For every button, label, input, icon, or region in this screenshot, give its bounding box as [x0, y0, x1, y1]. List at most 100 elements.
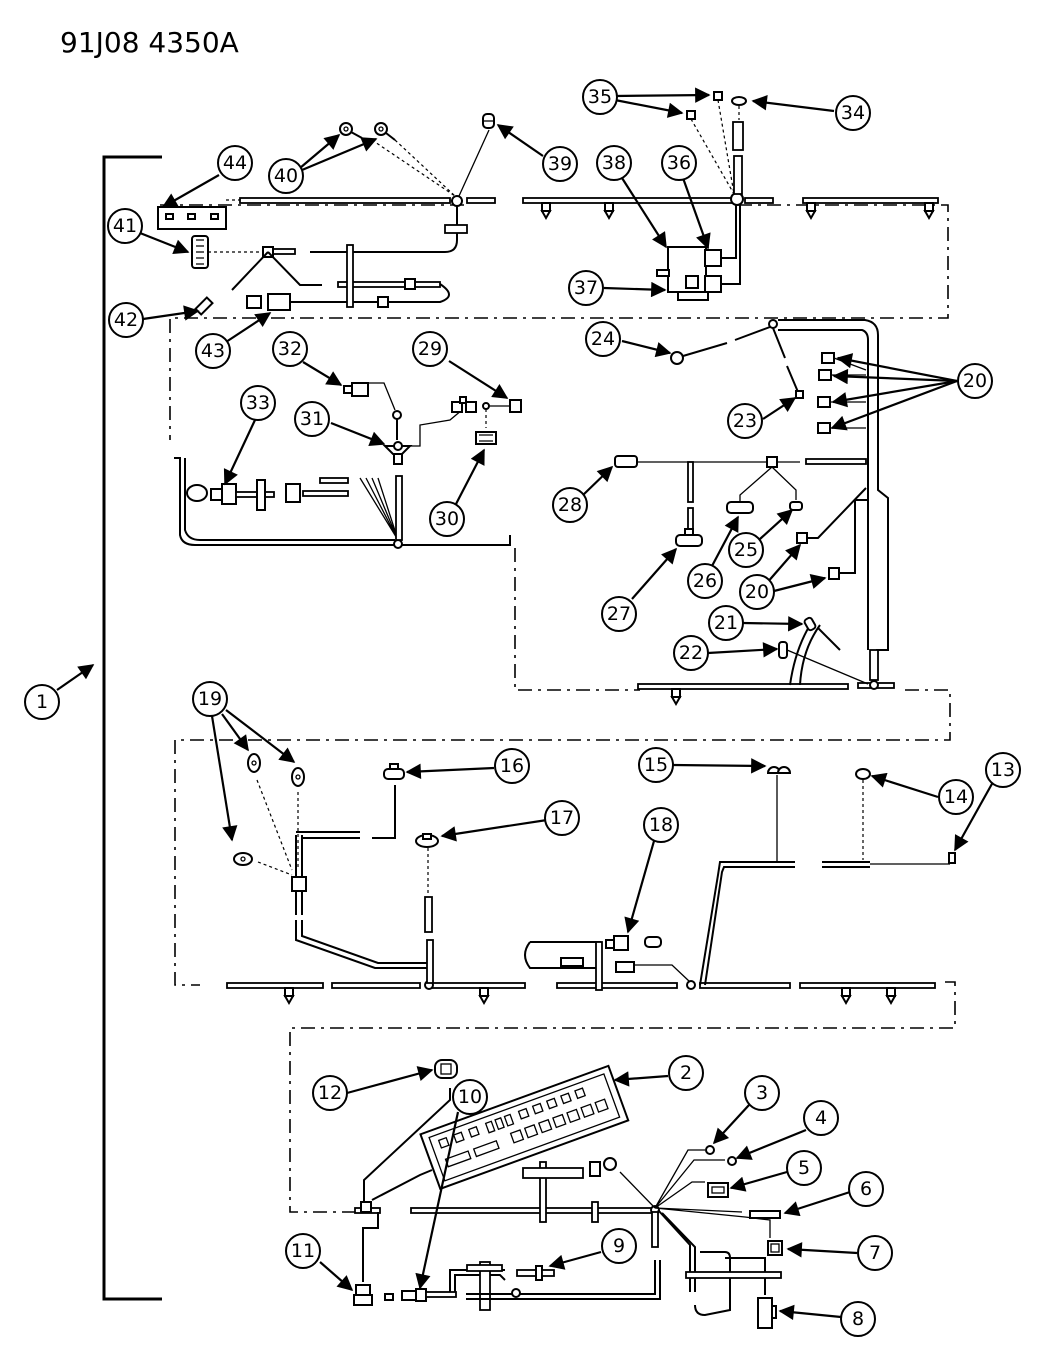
harness-clip: [540, 202, 552, 221]
callout-41: 41: [107, 208, 143, 244]
leader-arrow-40b: [301, 137, 378, 172]
callout-36: 36: [661, 145, 697, 181]
svg-text:2: 2: [680, 1062, 692, 1084]
svg-text:1: 1: [36, 691, 48, 713]
terminal-4: [727, 1156, 737, 1166]
callout-40: 40: [268, 158, 304, 194]
svg-text:3: 3: [756, 1082, 768, 1104]
svg-text:33: 33: [246, 392, 270, 414]
harness-clip: [923, 202, 935, 221]
fuse-block-2: [419, 1064, 630, 1191]
harness-clip: [478, 987, 490, 1006]
leader-arrow-27: [631, 547, 678, 600]
svg-text:23: 23: [733, 410, 757, 432]
connector-18b: [644, 936, 662, 948]
svg-text:22: 22: [679, 642, 703, 664]
svg-text:31: 31: [300, 408, 324, 430]
bulb-socket-39: [482, 113, 495, 129]
junction-node: [451, 195, 463, 207]
connector-6: [749, 1210, 781, 1219]
callout-37: 37: [568, 270, 604, 306]
callout-33: 33: [240, 385, 276, 421]
module-36-37-38: [656, 246, 722, 301]
svg-text:44: 44: [223, 152, 247, 174]
assembly-bracket: [102, 155, 162, 1301]
connector-29: [509, 399, 522, 413]
callout-12: 12: [312, 1075, 348, 1111]
harness-clip: [670, 688, 682, 707]
svg-text:11: 11: [291, 1240, 315, 1262]
callout-1: 1: [24, 684, 60, 720]
callout-20a: 20: [957, 363, 993, 399]
leader-arrow-4: [735, 1128, 807, 1160]
callout-28: 28: [552, 487, 588, 523]
svg-text:14: 14: [944, 786, 968, 808]
svg-text:25: 25: [734, 539, 758, 561]
svg-text:32: 32: [278, 338, 302, 360]
leader-arrow-2: [613, 1071, 669, 1087]
callout-3: 3: [744, 1075, 780, 1111]
leader-arrow-43: [225, 312, 272, 343]
leader-arrow-19a: [221, 713, 249, 752]
svg-text:19: 19: [198, 688, 222, 710]
svg-text:4: 4: [815, 1107, 827, 1129]
callout-11: 11: [285, 1233, 321, 1269]
leader-arrow-37: [603, 281, 667, 298]
svg-text:36: 36: [667, 152, 691, 174]
connector-12: [434, 1059, 458, 1079]
leader-arrow-19c: [210, 715, 238, 842]
leader-arrow-35a: [614, 87, 711, 103]
leader-arrow-31: [330, 421, 386, 447]
leader-arrow-3: [712, 1104, 750, 1145]
svg-text:7: 7: [869, 1242, 881, 1264]
ring-terminal-40: [339, 122, 363, 139]
leader-arrow-33: [223, 419, 256, 486]
terminal-22: [778, 641, 788, 659]
leader-arrow-13: [954, 781, 994, 852]
leader-arrow-25: [759, 508, 794, 540]
callout-30: 30: [429, 501, 465, 537]
svg-text:13: 13: [991, 759, 1015, 781]
connector-32: [343, 382, 369, 397]
callout-39: 39: [542, 146, 578, 182]
callout-2: 2: [668, 1055, 704, 1091]
svg-text:37: 37: [574, 277, 598, 299]
bulb-13: [948, 852, 956, 864]
svg-text:35: 35: [588, 86, 612, 108]
svg-text:30: 30: [435, 508, 459, 530]
leader-arrow-44: [161, 174, 220, 208]
connector-27: [675, 528, 703, 547]
leader-arrow-12: [346, 1066, 434, 1095]
connector-43: [246, 293, 291, 311]
leader-arrow-21: [742, 616, 804, 632]
svg-text:21: 21: [714, 612, 738, 634]
leader-arrow-19b: [225, 709, 296, 763]
callout-26: 26: [687, 563, 723, 599]
callout-7: 7: [857, 1235, 893, 1271]
leader-arrow-42: [142, 305, 200, 321]
connector-7: [767, 1240, 783, 1256]
ring-terminal-40: [374, 122, 396, 141]
leader-arrow-15: [672, 758, 767, 774]
callout-16: 16: [494, 748, 530, 784]
sensor-24: [670, 351, 684, 365]
leader-arrow-32: [302, 361, 343, 386]
leader-arrow-38: [621, 177, 667, 249]
connector-20: [821, 352, 835, 364]
leader-arrow-40a: [299, 134, 341, 169]
section-top-harness: [157, 91, 949, 440]
fastener-35: [686, 110, 696, 120]
leader-arrow-9: [548, 1250, 602, 1270]
leader-arrow-20e: [765, 543, 802, 585]
svg-text:43: 43: [201, 340, 225, 362]
leader-arrow-6: [783, 1190, 851, 1217]
svg-text:40: 40: [274, 165, 298, 187]
connector-8: [757, 1297, 777, 1329]
junction-node: [869, 680, 879, 690]
valve-29-inline: [451, 396, 477, 413]
connector-17: [415, 833, 439, 848]
svg-text:41: 41: [113, 215, 137, 237]
svg-text:38: 38: [602, 152, 626, 174]
grommet-34: [731, 96, 747, 106]
leader-arrow-23: [762, 397, 797, 420]
